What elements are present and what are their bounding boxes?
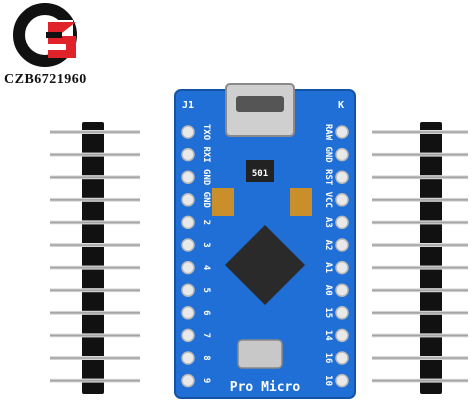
- right-pin-label: RST: [323, 169, 333, 186]
- left-pin-label: 3: [201, 242, 211, 247]
- pin-hole: [181, 215, 195, 230]
- right-pin-label: RAW: [323, 124, 333, 141]
- chip-marking: 501: [252, 169, 268, 179]
- pin-hole: [335, 193, 349, 207]
- j1-mark: J1: [182, 100, 194, 111]
- pin-hole: [335, 238, 349, 252]
- brand-text: CZB6721960: [4, 72, 87, 87]
- right-pin-label: VCC: [323, 192, 333, 208]
- right-pin-label: A2: [323, 240, 333, 251]
- right-pin: [372, 175, 468, 180]
- left-pin-header: [82, 122, 104, 394]
- right-pin-label: A3: [323, 217, 333, 228]
- left-pin-label: 5: [201, 287, 211, 292]
- pin-hole: [335, 283, 349, 297]
- right-pin-label: 10: [323, 375, 333, 386]
- right-pin: [372, 220, 468, 225]
- pin-hole: [335, 328, 349, 343]
- left-pin-label: TXO: [201, 124, 211, 141]
- left-pin: [50, 288, 140, 293]
- left-pin-label: GND: [201, 169, 211, 186]
- right-pin: [372, 356, 468, 360]
- left-pin: [50, 152, 140, 157]
- pin-hole: [181, 351, 195, 365]
- left-pin: [50, 265, 140, 270]
- pin-hole: [181, 306, 195, 320]
- left-pin: [50, 310, 140, 315]
- right-pin-holes: [335, 125, 349, 388]
- crystal-oscillator: [237, 339, 283, 369]
- right-pin: [372, 130, 468, 134]
- pin-hole: [181, 238, 195, 252]
- pin-hole: [335, 147, 349, 162]
- right-pin-header: [420, 122, 442, 394]
- logo-accent: [48, 22, 76, 58]
- right-pin: [372, 310, 468, 315]
- left-pin-label: 9: [201, 378, 211, 383]
- usb-opening: [236, 96, 284, 112]
- pro-micro-board: 501 J1 K Pro Micro TXORXIGNDGND23456789 …: [174, 83, 356, 399]
- pin-hole: [335, 215, 349, 230]
- left-pin-labels: TXO RXI GND GND 2 3 4 5 6 7 8 9: [201, 124, 211, 383]
- pin-hole: [335, 306, 349, 320]
- board-name: Pro Micro: [230, 380, 301, 395]
- left-pin-label: 2: [201, 220, 211, 225]
- pin-hole: [335, 373, 349, 388]
- k-mark: K: [338, 100, 344, 111]
- left-pin: [50, 197, 140, 202]
- left-pin: [50, 175, 140, 180]
- right-pin: [372, 152, 468, 157]
- left-pin-label: 7: [201, 333, 211, 338]
- tantalum-cap-right: [290, 188, 312, 216]
- right-pin: [372, 265, 468, 270]
- left-pin-holes: [181, 125, 195, 388]
- right-pin-label: A1: [323, 262, 333, 273]
- right-header-pins: [372, 130, 468, 383]
- right-pin-label: 14: [323, 330, 333, 341]
- right-pin-label: 15: [323, 307, 333, 318]
- left-pin: [50, 378, 140, 383]
- right-pin: [372, 378, 468, 383]
- pin-hole: [181, 373, 195, 388]
- pin-hole: [181, 193, 195, 207]
- tantalum-cap-left: [212, 188, 234, 216]
- left-pin: [50, 356, 140, 360]
- left-pin: [50, 130, 140, 134]
- left-pin: [50, 333, 140, 338]
- pin-hole: [181, 328, 195, 343]
- left-pin-label: RXI: [201, 146, 211, 162]
- left-pin: [50, 243, 140, 247]
- left-pin: [50, 220, 140, 225]
- pin-hole: [181, 260, 195, 275]
- pin-hole: [335, 170, 349, 184]
- left-pin-label: 6: [201, 310, 211, 315]
- logo-bar: [46, 32, 62, 38]
- regulator-chip: [246, 160, 274, 182]
- pin-hole: [181, 147, 195, 162]
- pin-hole: [335, 351, 349, 365]
- left-pin-label: 4: [201, 265, 211, 271]
- right-pin: [372, 197, 468, 202]
- right-pin: [372, 288, 468, 293]
- pin-hole: [181, 170, 195, 184]
- pin-hole: [181, 283, 195, 297]
- left-pin-label: 8: [201, 355, 211, 360]
- pin-hole: [335, 125, 349, 139]
- pin-hole: [335, 260, 349, 275]
- right-pin-label: A0: [323, 285, 333, 296]
- right-pin: [372, 333, 468, 338]
- atmega32u4-chip: [225, 225, 305, 305]
- brand-logo: [10, 0, 80, 70]
- left-header-pins: [50, 130, 140, 383]
- right-header-body: [420, 122, 442, 394]
- left-header-body: [82, 122, 104, 394]
- right-pin-label: GND: [323, 146, 333, 163]
- left-pin-label: GND: [201, 192, 211, 209]
- right-pin: [372, 243, 468, 247]
- right-pin-label: 16: [323, 353, 333, 364]
- pin-hole: [181, 125, 195, 139]
